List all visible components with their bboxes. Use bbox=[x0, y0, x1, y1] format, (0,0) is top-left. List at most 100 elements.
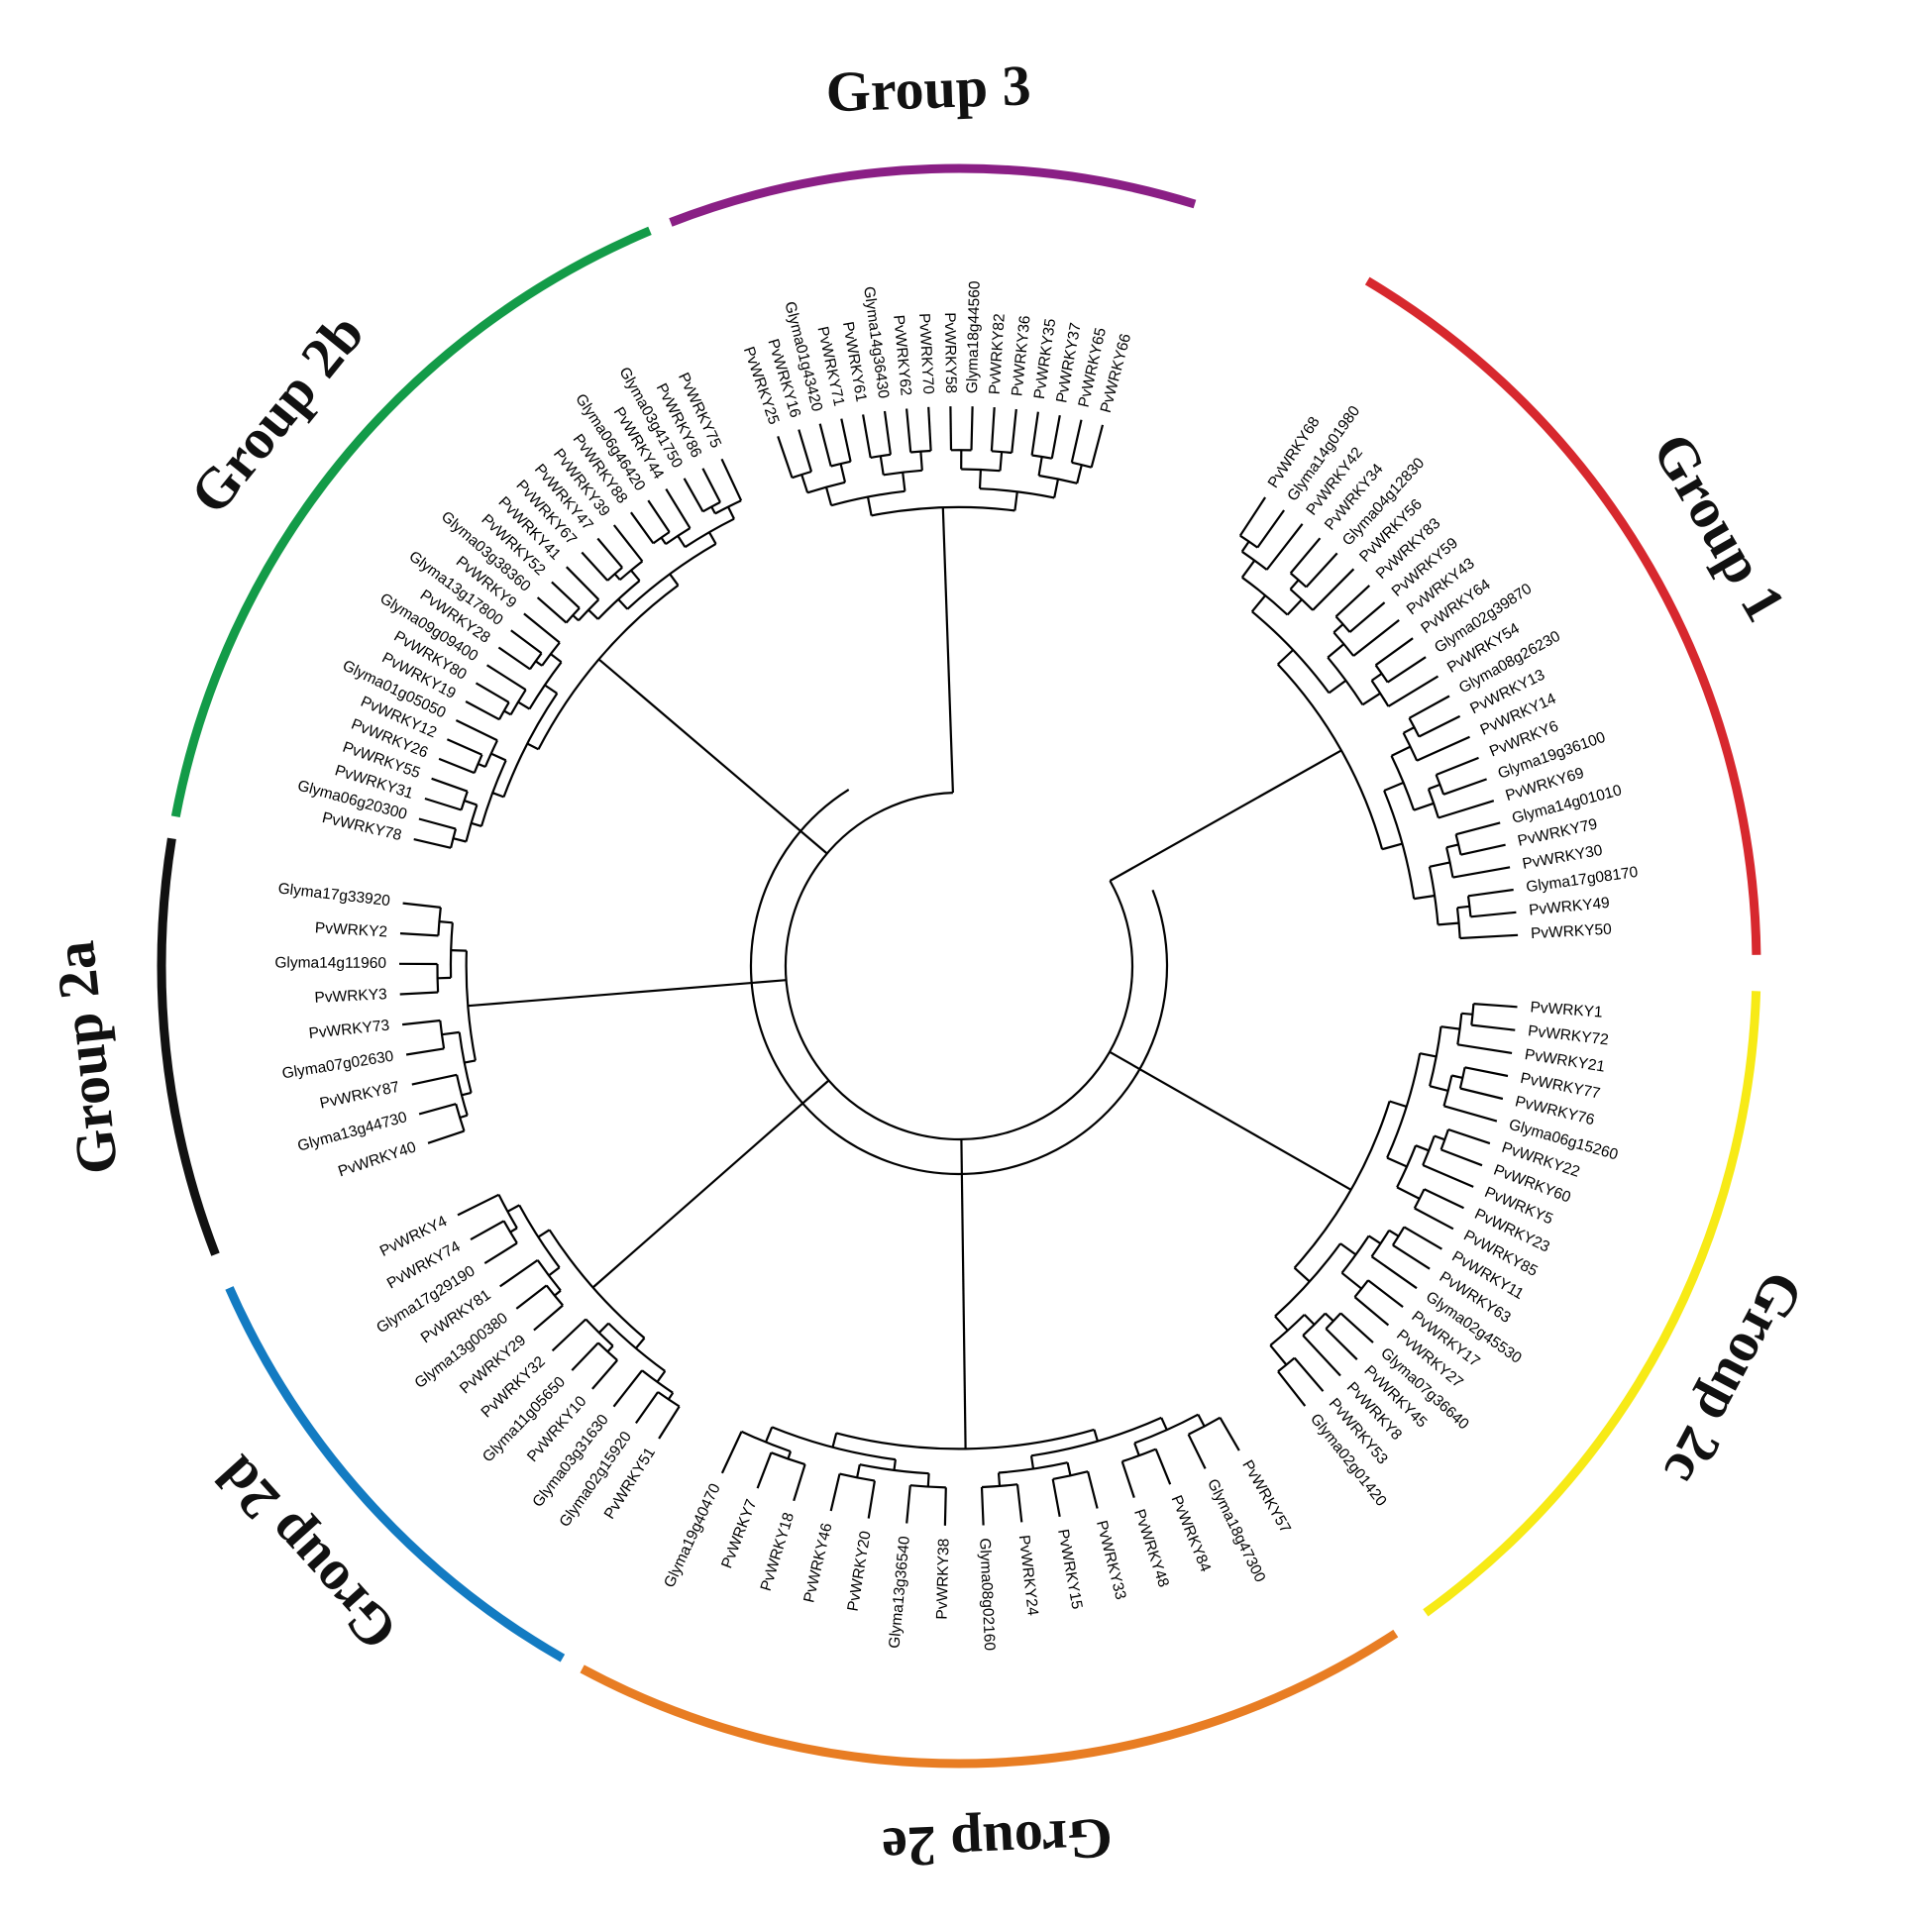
branch-segment bbox=[856, 1463, 861, 1478]
branch-segment bbox=[526, 742, 540, 751]
branch-segment bbox=[1386, 1156, 1408, 1168]
branch-segment bbox=[669, 573, 680, 587]
branch-segment bbox=[459, 1114, 469, 1120]
leaf-label: PvWRKY72 bbox=[1527, 1022, 1609, 1048]
branch-segment bbox=[839, 463, 847, 483]
branch-segment bbox=[866, 496, 873, 516]
root-backbone bbox=[784, 792, 1134, 1141]
branch-segment bbox=[1381, 842, 1403, 851]
leaf-label: Glyma14g11960 bbox=[274, 954, 386, 971]
branch-segment bbox=[893, 1458, 897, 1471]
branch-segment bbox=[597, 1322, 609, 1334]
branch-segment bbox=[1240, 540, 1250, 553]
branch-segment bbox=[591, 1359, 618, 1390]
branch-segment bbox=[1442, 778, 1487, 796]
clade-connector bbox=[1413, 1188, 1426, 1210]
branch-segment bbox=[777, 436, 794, 479]
leaf-label: PvWRKY40 bbox=[336, 1138, 418, 1180]
branch-segment bbox=[635, 1391, 659, 1425]
clade-connector bbox=[450, 828, 458, 849]
branch-segment bbox=[446, 738, 482, 756]
branch-segment bbox=[510, 629, 543, 655]
branch-segment bbox=[1312, 568, 1355, 611]
branch-segment bbox=[617, 598, 629, 610]
branch-segment bbox=[647, 499, 671, 533]
branch-segment bbox=[1029, 1455, 1035, 1469]
clade-connector bbox=[536, 1259, 562, 1292]
leaf-label: PvWRKY33 bbox=[1093, 1519, 1129, 1602]
leaf-label: PvWRKY82 bbox=[987, 313, 1009, 395]
branch-segment bbox=[829, 1473, 841, 1512]
branch-segment bbox=[1305, 552, 1338, 589]
branch-segment bbox=[453, 837, 467, 843]
leaf-label: PvWRKY62 bbox=[890, 314, 914, 396]
branch-segment bbox=[1467, 888, 1514, 898]
branch-segment bbox=[470, 1220, 505, 1241]
branch-segment bbox=[999, 451, 1004, 472]
branch-segment bbox=[1445, 843, 1459, 849]
branch-segment bbox=[720, 458, 743, 501]
clade-connector bbox=[1442, 1075, 1453, 1107]
branch-segment bbox=[475, 682, 510, 703]
leaf-label: PvWRKY24 bbox=[1015, 1534, 1041, 1617]
branch-segment bbox=[1293, 1356, 1325, 1392]
branch-segment bbox=[787, 1450, 793, 1459]
branch-segment bbox=[535, 660, 543, 667]
leaf-label: PvWRKY48 bbox=[1130, 1507, 1172, 1589]
branch-segment bbox=[1414, 894, 1436, 901]
branch-segment bbox=[1440, 1148, 1483, 1167]
group-stem bbox=[468, 979, 787, 1008]
branch-segment bbox=[411, 1073, 458, 1086]
branch-segment bbox=[1037, 456, 1043, 477]
branch-segment bbox=[1133, 1443, 1140, 1456]
leaf-label: PvWRKY87 bbox=[318, 1079, 401, 1113]
branch-segment bbox=[1327, 643, 1345, 659]
clade-connector bbox=[528, 661, 563, 710]
branch-segment bbox=[862, 414, 872, 459]
branch-segment bbox=[902, 472, 906, 491]
leaf-label: PvWRKY70 bbox=[915, 313, 936, 395]
leaf-label: PvWRKY58 bbox=[941, 312, 959, 393]
clade-connector bbox=[541, 641, 561, 667]
branch-segment bbox=[1293, 1266, 1311, 1283]
branch-segment bbox=[523, 612, 561, 644]
branch-segment bbox=[471, 821, 482, 827]
group-stem bbox=[1109, 749, 1342, 882]
branch-segment bbox=[478, 762, 486, 769]
clade-connector bbox=[1390, 755, 1416, 811]
branch-segment bbox=[431, 777, 469, 793]
leaf-label: PvWRKY38 bbox=[934, 1539, 953, 1620]
leaf-label: PvWRKY50 bbox=[1531, 921, 1613, 943]
group-label-group-2b: Group 2b bbox=[177, 301, 376, 526]
branch-segment bbox=[630, 511, 655, 545]
branch-segment bbox=[1416, 735, 1470, 762]
branch-segment bbox=[1413, 802, 1435, 811]
leaf-label: PvWRKY46 bbox=[800, 1522, 835, 1605]
leaf-label: Glyma18g44560 bbox=[964, 280, 984, 393]
branch-segment bbox=[1403, 726, 1416, 734]
branch-segment bbox=[457, 1193, 499, 1217]
branch-segment bbox=[612, 1369, 643, 1408]
leaf-labels: PvWRKY68Glyma14g01980PvWRKY42PvWRKY34Gly… bbox=[274, 280, 1639, 1652]
branch-segment bbox=[707, 531, 717, 545]
branch-segment bbox=[677, 535, 687, 548]
leaf-label: PvWRKY18 bbox=[758, 1511, 798, 1593]
clade-connector bbox=[806, 481, 846, 494]
clade-connector bbox=[518, 1204, 561, 1268]
clade-connector bbox=[1031, 454, 1052, 460]
group-arc-group-1 bbox=[1364, 276, 1761, 955]
group-label-group-2c: Group 2c bbox=[1652, 1261, 1817, 1495]
clade-connector bbox=[981, 1483, 1018, 1489]
branch-segment bbox=[1370, 672, 1383, 682]
branch-segment bbox=[551, 1318, 587, 1352]
leaf-label: Glyma13g36540 bbox=[886, 1535, 913, 1649]
branch-segment bbox=[1419, 1052, 1437, 1058]
branch-segment bbox=[483, 1241, 518, 1265]
group-arc-group-2b bbox=[170, 226, 652, 818]
branch-segment bbox=[1013, 491, 1018, 511]
clade-connector bbox=[1427, 788, 1439, 818]
branch-segment bbox=[1456, 905, 1470, 910]
branch-segment bbox=[798, 429, 813, 473]
branch-segment bbox=[1093, 1429, 1099, 1442]
